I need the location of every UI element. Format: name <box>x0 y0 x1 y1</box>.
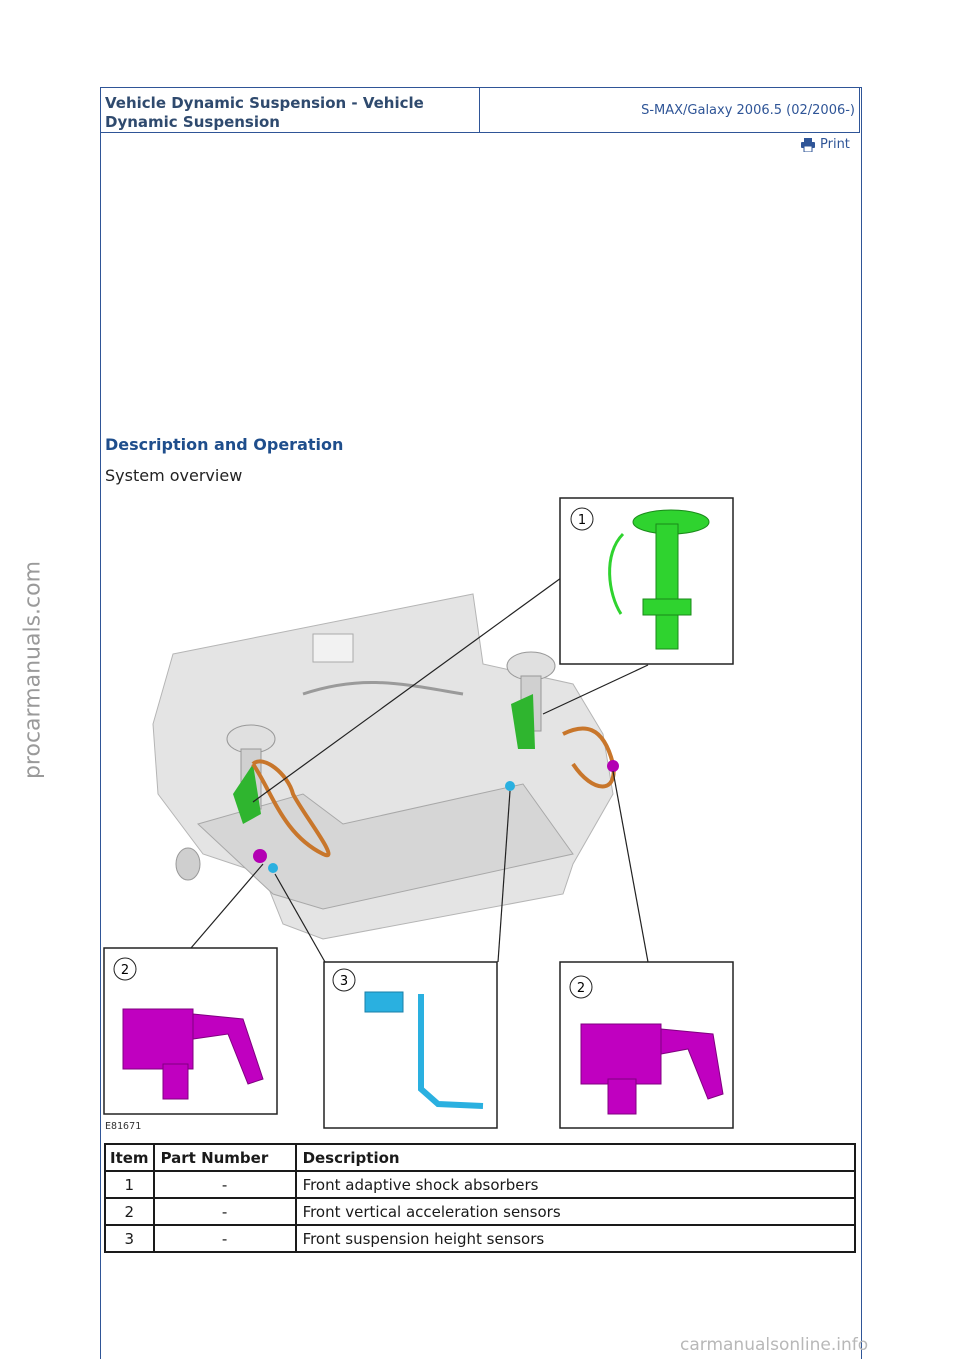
cell-item: 1 <box>104 1170 155 1199</box>
table-header-row: Item Part Number Description <box>104 1143 857 1172</box>
header-description: Description <box>294 1143 857 1172</box>
callout-1: 1 <box>578 513 586 528</box>
table-row: 3 - Front suspension height sensors <box>104 1224 857 1253</box>
parts-table: Item Part Number Description 1 - Front a… <box>104 1143 857 1253</box>
header-item: Item <box>104 1143 155 1172</box>
cell-description: Front suspension height sensors <box>294 1224 857 1253</box>
watermark-left: procarmanuals.com <box>20 560 46 780</box>
vehicle-front-structure <box>152 593 614 940</box>
print-link[interactable]: Print <box>800 137 850 152</box>
print-label: Print <box>820 137 850 152</box>
callout-2-left: 2 <box>121 963 129 978</box>
cell-part: - <box>152 1170 297 1199</box>
callout-3: 3 <box>340 974 348 989</box>
cell-item: 3 <box>104 1224 155 1253</box>
section-subtitle: System overview <box>105 466 243 485</box>
watermark-bottom: carmanualsonline.info <box>680 1335 869 1355</box>
document-title: Vehicle Dynamic Suspension - Vehicle Dyn… <box>101 88 480 132</box>
table-row: 1 - Front adaptive shock absorbers <box>104 1170 857 1199</box>
inset-acceleration-sensor-left: 2 <box>103 947 278 1115</box>
figure-code: E81671 <box>105 1121 141 1132</box>
suspension-diagram: 1 2 3 2 E81671 <box>103 497 734 1132</box>
callout-2-right: 2 <box>577 981 585 996</box>
cell-description: Front adaptive shock absorbers <box>294 1170 857 1199</box>
document-header: Vehicle Dynamic Suspension - Vehicle Dyn… <box>100 87 860 133</box>
section-title: Description and Operation <box>105 435 344 454</box>
vehicle-model: S-MAX/Galaxy 2006.5 (02/2006-) <box>641 103 855 118</box>
leader-lines <box>190 577 649 963</box>
inset-height-sensor: 3 <box>323 961 498 1129</box>
cell-part: - <box>152 1224 297 1253</box>
cell-item: 2 <box>104 1197 155 1226</box>
cell-part: - <box>152 1197 297 1226</box>
printer-icon <box>800 137 816 152</box>
table-row: 2 - Front vertical acceleration sensors <box>104 1197 857 1226</box>
right-strut <box>506 651 556 749</box>
cell-description: Front vertical acceleration sensors <box>294 1197 857 1226</box>
inset-acceleration-sensor-right: 2 <box>559 961 734 1129</box>
header-part-number: Part Number <box>152 1143 297 1172</box>
inset-shock-absorber: 1 <box>559 497 734 665</box>
